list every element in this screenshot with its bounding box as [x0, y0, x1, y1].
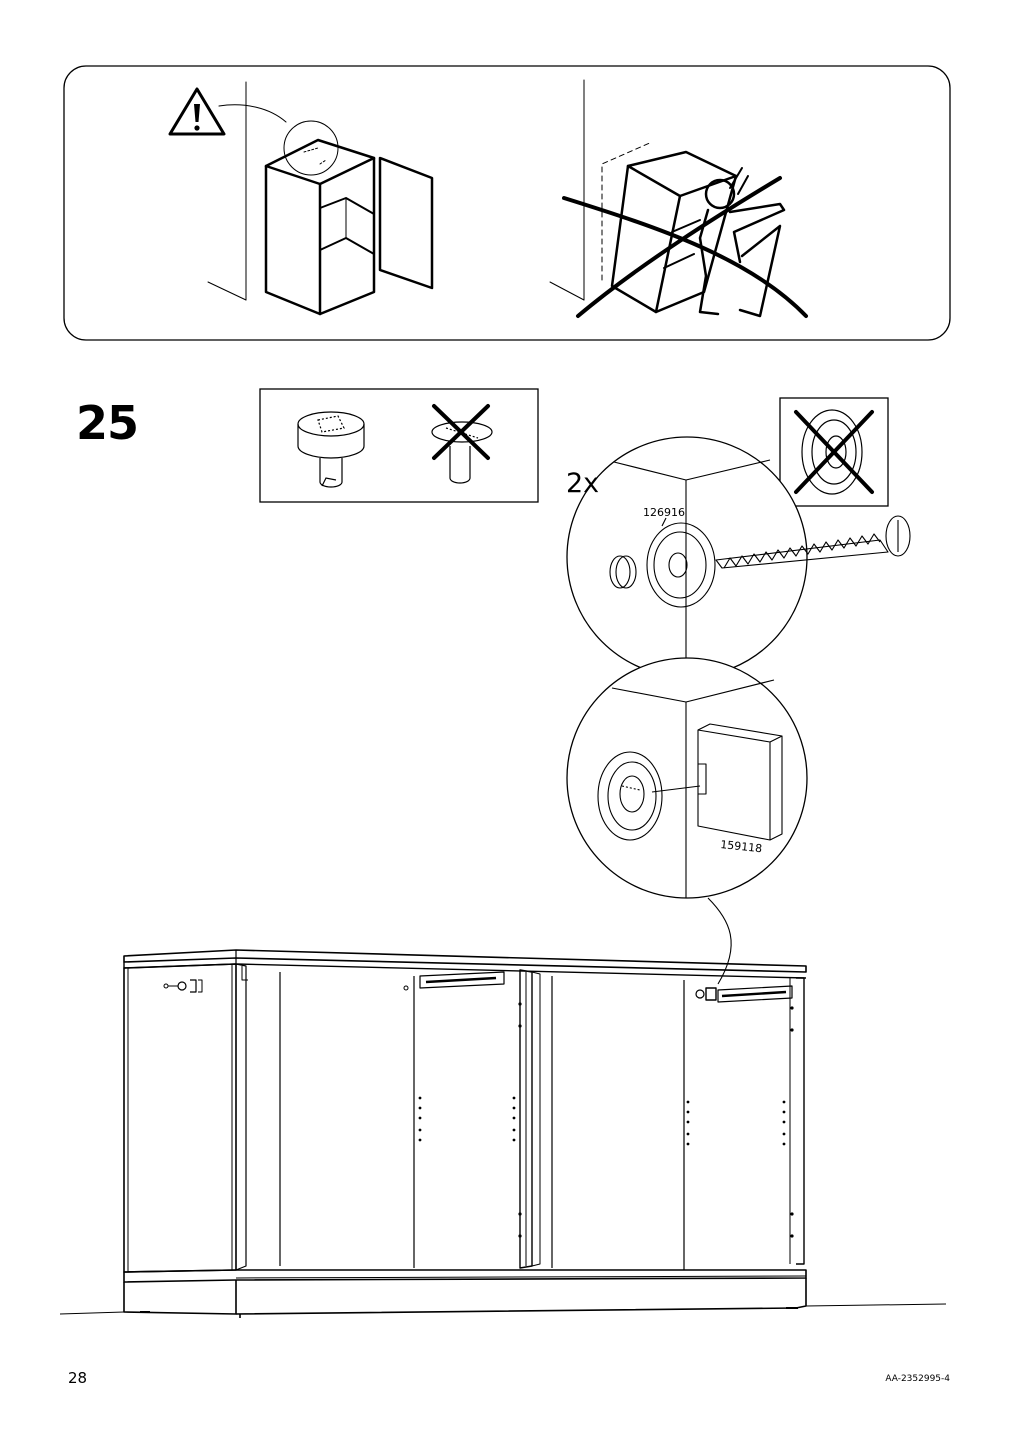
incorrect-washer-icon: [801, 409, 863, 495]
correct-wall-fixing-illustration: [207, 81, 434, 316]
page-number: 28: [68, 1369, 88, 1387]
warning-triangle-icon: [168, 87, 226, 136]
x-mark-icon: [794, 410, 874, 494]
correct-dowel-icon: [297, 411, 365, 488]
x-mark-icon: [432, 404, 490, 460]
part-number-screw: 126916: [643, 506, 685, 519]
incorrect-tip-over-illustration: [549, 79, 808, 318]
document-code: AA-2352995-4: [885, 1374, 950, 1384]
quantity-label: 2x: [566, 468, 600, 499]
step-number: 25: [76, 396, 139, 450]
